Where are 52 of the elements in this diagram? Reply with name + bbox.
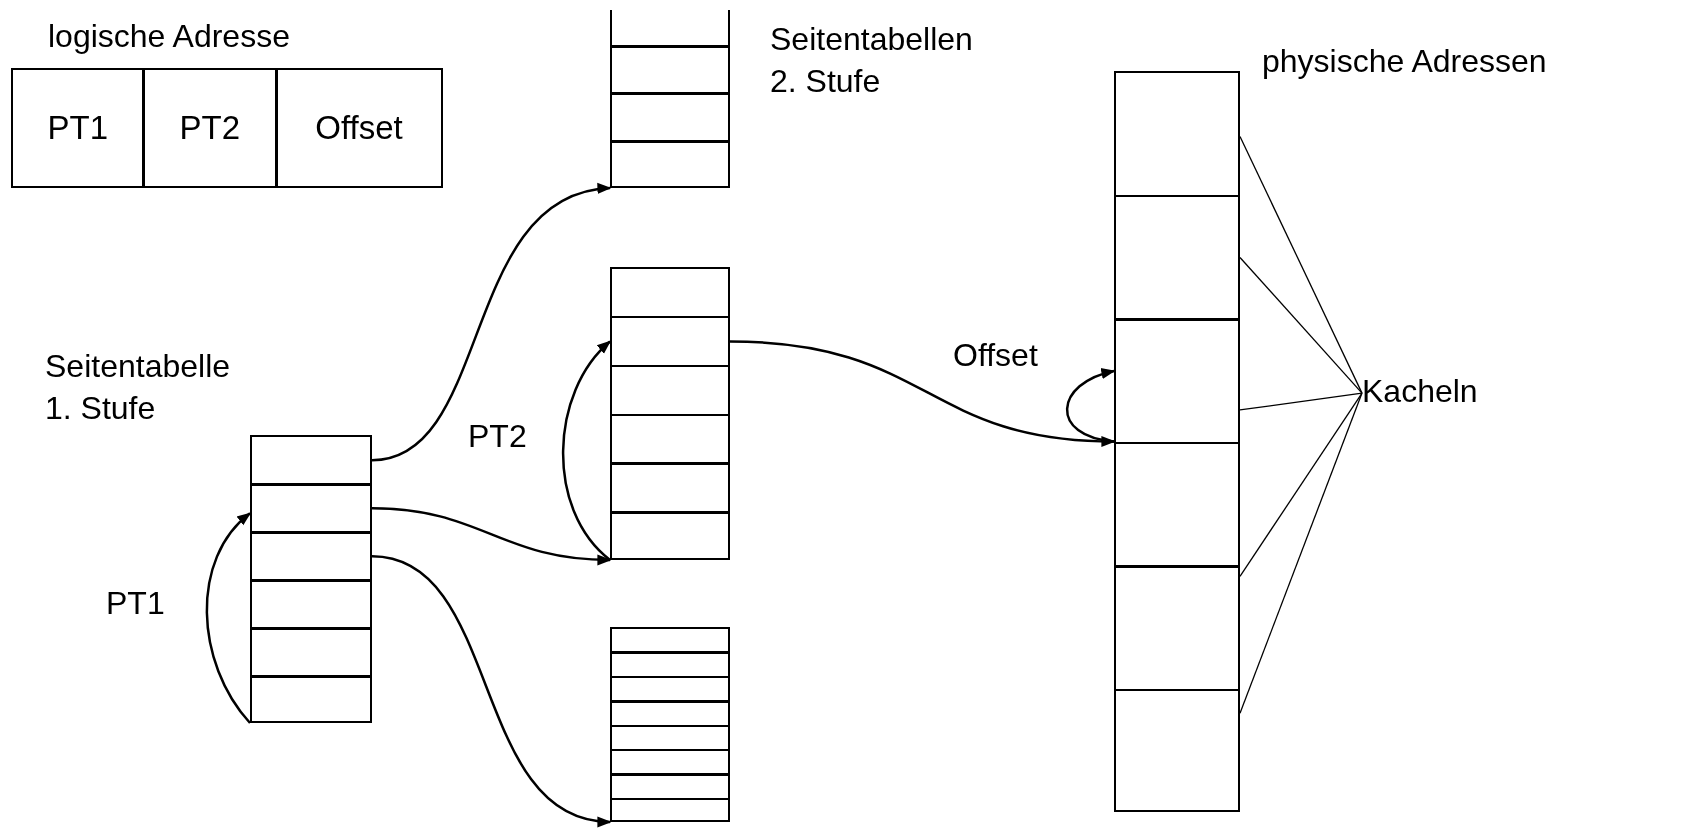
table-row [610,797,730,822]
arrow [371,184,612,462]
table-row [610,724,730,752]
table-row [250,579,372,630]
leader-line [1239,392,1363,714]
address-field: PT1 [11,68,145,188]
table-row [1114,441,1240,568]
arrow [205,512,252,724]
page-table [610,267,730,560]
arrow [561,340,611,561]
table-row [1114,318,1240,444]
table-row [610,267,730,319]
page-table [610,627,730,822]
table-row [250,483,372,534]
table-row [250,531,372,582]
leader-line [1239,392,1363,577]
table-row [250,435,372,486]
table-row [610,700,730,727]
leader-line [1239,392,1363,411]
arrow [1065,368,1116,443]
table-row [610,773,730,801]
table-row [1114,565,1240,691]
table-row [610,462,730,514]
table-row [610,413,730,465]
leader-line [1239,256,1363,394]
table-row [610,748,730,776]
table-row [1114,71,1240,197]
table-heading: Seitentabelle 1. Stufe [45,347,232,428]
table-row [610,140,730,188]
arrow [371,555,612,826]
table-row [610,511,730,560]
table-heading: logische Adresse [48,17,291,56]
address-field: Offset [275,68,443,188]
arrow [729,340,1116,447]
table-heading: physische Adressen [1262,42,1548,81]
table-row [610,627,730,654]
callout-label: Kacheln [1362,370,1542,412]
table-row [250,675,372,723]
table-row [1114,194,1240,321]
table-row [610,315,730,368]
table-row [610,10,730,48]
table-row [610,651,730,679]
table-row [1114,688,1240,812]
table-heading: Seitentabellen 2. Stufe [770,20,974,101]
address-field: PT2 [142,68,278,188]
table-row [250,627,372,678]
leader-line [1239,135,1363,394]
arrow [371,507,612,566]
table-row [610,92,730,143]
table-row [610,675,730,703]
table-row [610,45,730,95]
table-row [610,364,730,416]
